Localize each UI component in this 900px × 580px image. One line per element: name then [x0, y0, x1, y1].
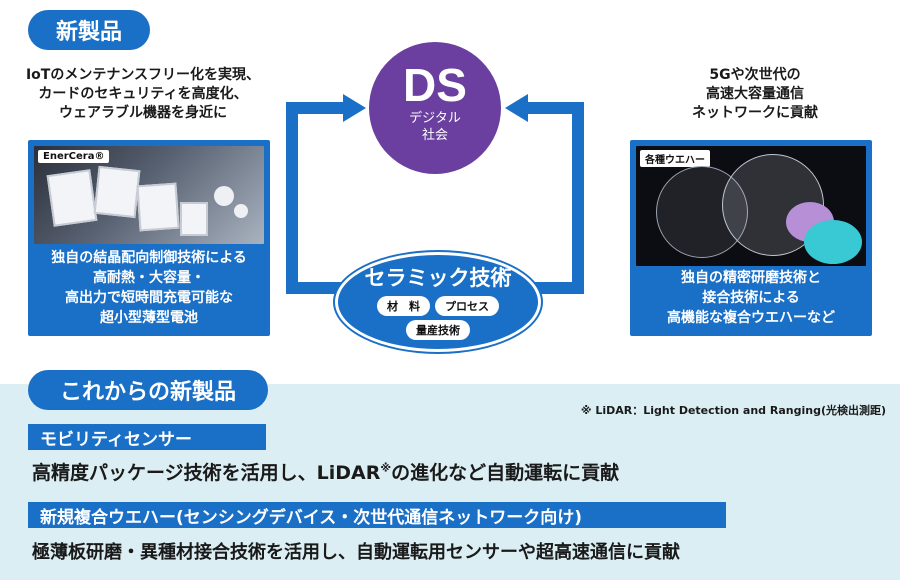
enercera-desc-line-2: 高耐熱・大容量・	[93, 270, 205, 286]
enercera-desc: 独自の結晶配向制御技術による 高耐熱・大容量・ 高出力で短時間充電可能な 超小型…	[28, 248, 270, 328]
left-caption-line-2: カードのセキュリティを高度化、	[38, 86, 248, 102]
battery-cell-3	[136, 182, 180, 232]
future-products-section	[0, 384, 900, 580]
battery-cell-1	[46, 169, 98, 227]
right-caption-line-2: 高速大容量通信	[706, 86, 804, 102]
chip-process: プロセス	[435, 296, 500, 316]
left-caption-line-1: IoTのメンテナンスフリー化を実現、	[25, 67, 261, 83]
right-caption: 5Gや次世代の 高速大容量通信 ネットワークに貢献	[640, 66, 870, 123]
mobility-sensor-text-b: の進化など自動運転に貢献	[391, 462, 620, 484]
composite-wafer-header: 新規複合ウエハー(センシングデバイス・次世代通信ネットワーク向け)	[28, 502, 726, 528]
battery-photo: EnerCera®	[34, 146, 264, 244]
chip-mass-production: 量産技術	[406, 320, 470, 340]
battery-cell-2	[93, 165, 141, 219]
wafer-tag: 各種ウエハー	[640, 150, 710, 167]
ceramic-tech-ellipse: セラミック技術 材 料 プロセス 量産技術	[335, 252, 541, 352]
wafer-disc-4	[804, 220, 862, 264]
wafer-photo: 各種ウエハー	[636, 146, 866, 266]
right-caption-line-1: 5Gや次世代の	[709, 67, 801, 83]
lidar-note: ※ LiDAR：Light Detection and Ranging(光検出測…	[580, 404, 886, 417]
new-products-label: 新製品	[28, 10, 150, 50]
wafer-desc-line-3: 高機能な複合ウエハーなど	[667, 310, 835, 326]
enercera-desc-line-1: 独自の結晶配向制御技術による	[51, 250, 247, 266]
flow-arrows	[286, 94, 584, 294]
ds-sub-1: デジタル	[409, 111, 461, 126]
wafer-card: 各種ウエハー 独自の精密研磨技術と 接合技術による 高機能な複合ウエハーなど	[630, 140, 872, 336]
future-products-label: これからの新製品	[28, 370, 268, 410]
left-caption: IoTのメンテナンスフリー化を実現、 カードのセキュリティを高度化、 ウェアラブ…	[18, 66, 268, 123]
ds-title: DS	[403, 59, 467, 111]
coin-cell-2	[234, 204, 248, 218]
left-arrow	[286, 102, 345, 294]
mobility-sensor-text-a: 高精度パッケージ技術を活用し、LiDAR	[32, 462, 381, 484]
right-arrow	[526, 102, 584, 294]
left-arrow-head	[343, 94, 366, 122]
ds-circle: DS デジタル 社会	[369, 42, 501, 174]
wafer-desc: 独自の精密研磨技術と 接合技術による 高機能な複合ウエハーなど	[630, 268, 872, 328]
enercera-card: EnerCera® 独自の結晶配向制御技術による 高耐熱・大容量・ 高出力で短時…	[28, 140, 270, 336]
enercera-desc-line-4: 超小型薄型電池	[100, 310, 198, 326]
lidar-footnote-mark: ※	[380, 461, 392, 475]
mobility-sensor-text: 高精度パッケージ技術を活用し、LiDAR※の進化など自動運転に貢献	[32, 458, 872, 485]
right-caption-line-3: ネットワークに貢献	[692, 105, 818, 121]
right-arrow-head	[505, 94, 528, 122]
wafer-desc-line-1: 独自の精密研磨技術と	[681, 270, 821, 286]
ceramic-chip-row-2: 量産技術	[338, 319, 538, 340]
mobility-sensor-header: モビリティセンサー	[28, 424, 266, 450]
ceramic-title: セラミック技術	[364, 266, 512, 290]
composite-wafer-text: 極薄板研磨・異種材接合技術を活用し、自動運転用センサーや超高速通信に貢献	[32, 542, 680, 563]
enercera-tag: EnerCera®	[38, 150, 110, 163]
ceramic-chip-row: 材 料 プロセス	[338, 295, 538, 316]
coin-cell-1	[214, 186, 234, 206]
enercera-desc-line-3: 高出力で短時間充電可能な	[65, 290, 233, 306]
left-caption-line-3: ウェアラブル機器を身近に	[59, 105, 227, 121]
battery-cell-4	[180, 202, 208, 236]
chip-materials: 材 料	[376, 296, 430, 316]
wafer-desc-line-2: 接合技術による	[702, 290, 800, 306]
ds-sub-2: 社会	[421, 128, 448, 143]
